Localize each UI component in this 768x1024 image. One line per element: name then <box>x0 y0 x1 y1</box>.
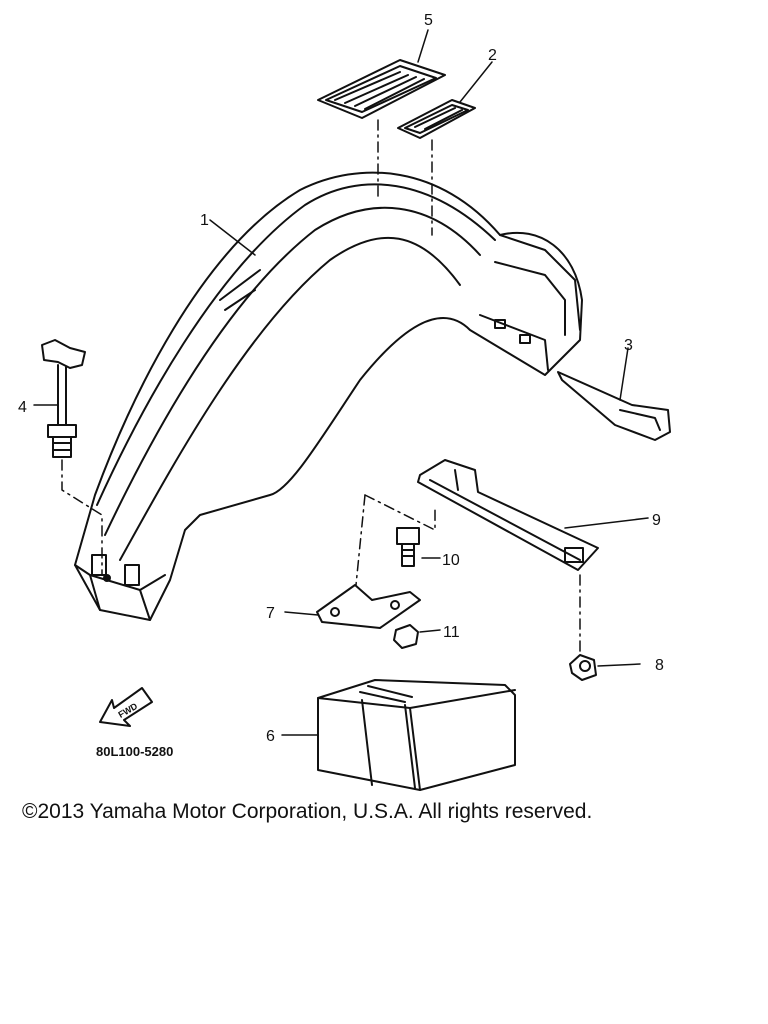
rear-fender <box>74 171 583 621</box>
callout-7: 7 <box>266 605 275 622</box>
callout-10: 10 <box>442 552 460 569</box>
callout-1: 1 <box>200 212 209 229</box>
alignment-lines <box>61 119 581 661</box>
callout-5: 5 <box>424 12 433 29</box>
nut <box>393 624 419 649</box>
parts-diagram: 5 2 1 3 4 9 10 7 11 8 6 FWD 80L100-5280 <box>18 12 671 791</box>
callout-11: 11 <box>443 624 460 641</box>
leader-lines <box>33 29 649 736</box>
decal-small <box>397 99 476 139</box>
decal-large <box>317 59 446 119</box>
battery-bracket <box>417 459 599 571</box>
callout-8: 8 <box>655 657 664 674</box>
callout-3: 3 <box>624 337 633 354</box>
clip <box>569 654 597 681</box>
mounting-plate <box>316 584 421 629</box>
battery <box>317 679 516 791</box>
bolt <box>396 527 420 567</box>
copyright-notice: ©2013 Yamaha Motor Corporation, U.S.A. A… <box>22 800 593 823</box>
callout-4: 4 <box>18 399 27 416</box>
callout-9: 9 <box>652 512 661 529</box>
wing-bolt <box>41 339 86 458</box>
rod-hook <box>557 371 671 441</box>
callout-2: 2 <box>488 47 497 64</box>
fwd-arrow-icon <box>99 687 153 727</box>
callout-6: 6 <box>266 728 275 745</box>
part-code: 80L100-5280 <box>96 744 173 759</box>
